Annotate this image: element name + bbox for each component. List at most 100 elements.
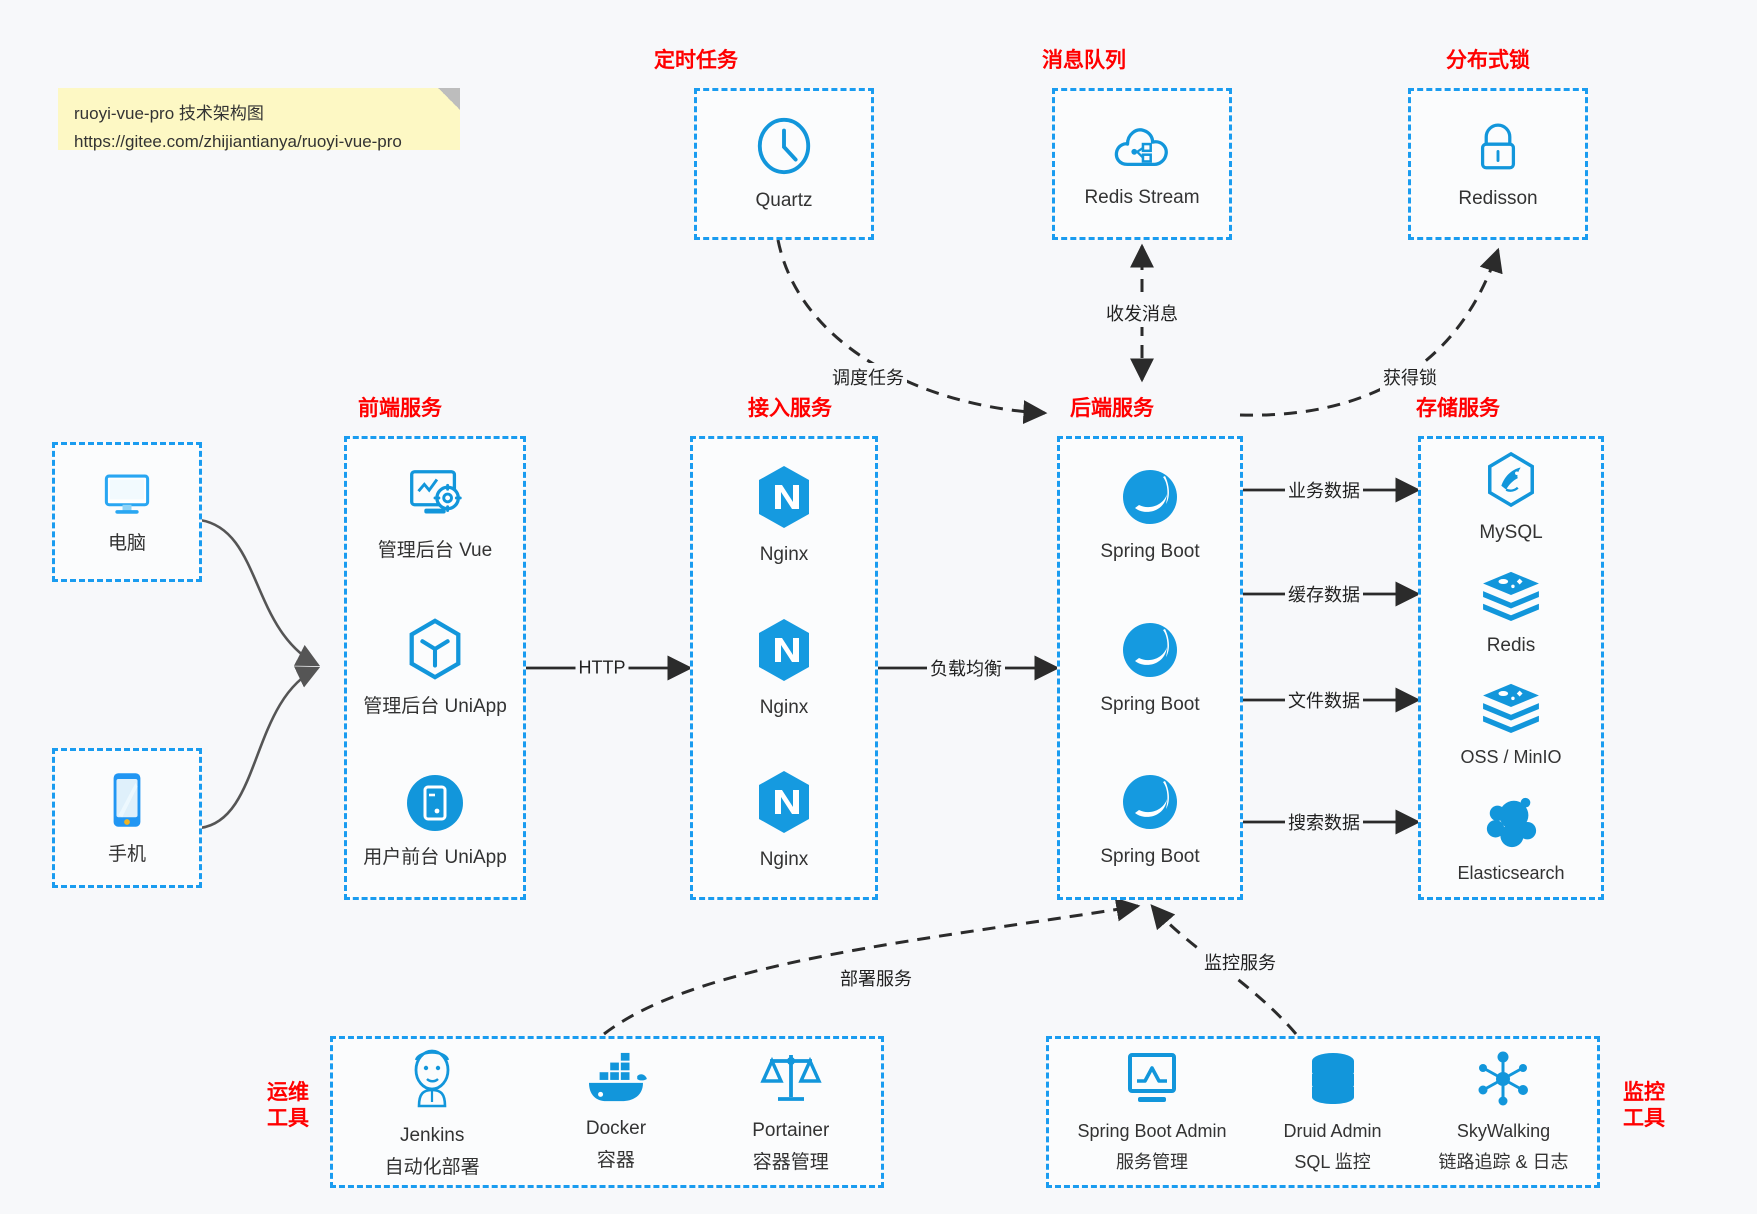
node-desktop[interactable]: 电脑 xyxy=(98,468,156,557)
node-label: Redis xyxy=(1486,634,1536,656)
node-label: Jenkins xyxy=(399,1124,465,1146)
monitor-chart-icon xyxy=(1121,1050,1183,1113)
edge-label-cache-data: 缓存数据 xyxy=(1285,580,1363,608)
node-druid-admin[interactable]: Druid Admin SQL 监控 xyxy=(1284,1050,1382,1174)
node-label: Redisson xyxy=(1458,187,1538,209)
edge-label-acquire-lock: 获得锁 xyxy=(1380,363,1440,391)
docker-icon xyxy=(583,1051,649,1110)
node-label: Spring Boot xyxy=(1100,693,1200,715)
node-jenkins[interactable]: Jenkins 自动化部署 xyxy=(385,1044,480,1180)
oss-stack-icon xyxy=(1480,682,1542,739)
group-box-mq[interactable]: Redis Stream xyxy=(1052,88,1232,240)
elasticsearch-icon xyxy=(1482,794,1540,855)
node-nginx-1[interactable]: Nginx xyxy=(753,463,815,568)
node-redis-stream[interactable]: Redis Stream xyxy=(1084,118,1200,211)
group-title-lock: 分布式锁 xyxy=(1446,49,1530,72)
node-label: Elasticsearch xyxy=(1457,862,1565,883)
spring-boot-icon xyxy=(1119,771,1181,838)
group-box-scheduler[interactable]: Quartz xyxy=(694,88,874,240)
group-box-backend[interactable]: Spring Boot Spring Boot Spring Boot xyxy=(1057,436,1243,900)
group-box-monitor[interactable]: Spring Boot Admin 服务管理 Druid Admin SQL 监… xyxy=(1046,1036,1600,1188)
node-label: Spring Boot Admin xyxy=(1077,1121,1227,1142)
node-label: Redis Stream xyxy=(1084,186,1200,208)
group-title-mq: 消息队列 xyxy=(1042,49,1126,72)
node-docker[interactable]: Docker 容器 xyxy=(583,1051,649,1173)
node-mysql[interactable]: MySQL xyxy=(1479,451,1543,546)
node-label: MySQL xyxy=(1479,522,1543,544)
node-label: Nginx xyxy=(759,849,809,871)
nginx-icon xyxy=(753,768,815,841)
node-spring-boot-1[interactable]: Spring Boot xyxy=(1100,466,1200,565)
redis-stack-icon xyxy=(1480,570,1542,627)
node-sublabel: 容器 xyxy=(596,1149,635,1171)
skywalking-icon xyxy=(1472,1050,1534,1113)
node-redis[interactable]: Redis xyxy=(1480,570,1542,659)
node-label: Druid Admin xyxy=(1283,1121,1382,1142)
group-title-monitor-line2: 工具 xyxy=(1623,1107,1665,1131)
spring-boot-icon xyxy=(1119,619,1181,686)
group-title-backend: 后端服务 xyxy=(1070,397,1154,420)
mysql-icon xyxy=(1483,451,1539,514)
node-spring-boot-3[interactable]: Spring Boot xyxy=(1100,771,1200,870)
group-title-monitor-line1: 监控 xyxy=(1623,1081,1665,1104)
node-label: 电脑 xyxy=(107,532,146,554)
node-portainer[interactable]: Portainer 容器管理 xyxy=(752,1049,829,1175)
group-box-devops[interactable]: Jenkins 自动化部署 Docker 容器 xyxy=(330,1036,884,1188)
sticky-note: ruoyi-vue-pro 技术架构图 https://gitee.com/zh… xyxy=(58,88,460,151)
node-spring-boot-admin[interactable]: Spring Boot Admin 服务管理 xyxy=(1077,1050,1227,1174)
node-label: Nginx xyxy=(759,696,809,718)
node-skywalking[interactable]: SkyWalking 链路追踪 & 日志 xyxy=(1438,1050,1569,1174)
node-sublabel: 容器管理 xyxy=(752,1151,829,1173)
node-label: Spring Boot xyxy=(1100,541,1200,562)
node-sublabel: 自动化部署 xyxy=(384,1156,480,1178)
edge-label-file-data: 文件数据 xyxy=(1285,686,1363,714)
lock-icon xyxy=(1469,117,1527,180)
cloud-stream-icon xyxy=(1111,118,1173,179)
node-spring-boot-2[interactable]: Spring Boot xyxy=(1100,619,1200,718)
node-label: Spring Boot xyxy=(1100,846,1200,868)
node-label: 手机 xyxy=(107,843,146,865)
group-title-devops: 运维 工具 xyxy=(256,1080,320,1133)
edge-label-send-receive-message: 收发消息 xyxy=(1103,299,1181,327)
edge-label-deploy-service: 部署服务 xyxy=(837,964,915,992)
dashboard-gear-icon xyxy=(402,465,468,532)
node-mobile[interactable]: 手机 xyxy=(105,769,149,868)
node-nginx-3[interactable]: Nginx xyxy=(753,768,815,873)
group-title-devops-line1: 运维 xyxy=(267,1081,309,1104)
node-label: Portainer xyxy=(752,1119,830,1141)
node-label: 管理后台 Vue xyxy=(377,540,493,562)
group-box-storage[interactable]: MySQL Redis xyxy=(1418,436,1604,900)
group-box-client-desktop[interactable]: 电脑 xyxy=(52,442,202,582)
node-oss-minio[interactable]: OSS / MinIO xyxy=(1460,682,1562,769)
group-title-frontend: 前端服务 xyxy=(358,397,442,420)
jenkins-icon xyxy=(401,1044,463,1117)
node-nginx-2[interactable]: Nginx xyxy=(753,616,815,721)
node-label: Nginx xyxy=(759,544,809,565)
node-quartz[interactable]: Quartz xyxy=(753,115,815,214)
node-admin-uniapp[interactable]: 管理后台 UniApp xyxy=(363,617,507,720)
mobile-circle-icon xyxy=(404,772,466,839)
desktop-icon xyxy=(98,468,156,525)
group-box-frontend[interactable]: 管理后台 Vue 管理后台 UniApp 用户前台 UniApp xyxy=(344,436,526,900)
nginx-icon xyxy=(753,463,815,536)
node-label: OSS / MinIO xyxy=(1460,747,1562,768)
group-title-scheduler: 定时任务 xyxy=(654,49,738,72)
group-title-monitor: 监控 工具 xyxy=(1612,1080,1676,1133)
hexagon-cube-icon xyxy=(404,617,466,688)
group-title-devops-line2: 工具 xyxy=(267,1107,309,1131)
node-sublabel: 服务管理 xyxy=(1116,1151,1189,1172)
node-user-uniapp[interactable]: 用户前台 UniApp xyxy=(363,772,507,871)
node-admin-vue[interactable]: 管理后台 Vue xyxy=(378,465,492,564)
group-title-gateway: 接入服务 xyxy=(748,397,832,420)
edge-label-business-data: 业务数据 xyxy=(1285,476,1363,504)
group-box-lock[interactable]: Redisson xyxy=(1408,88,1588,240)
group-box-client-mobile[interactable]: 手机 xyxy=(52,748,202,888)
node-sublabel: SQL 监控 xyxy=(1294,1151,1371,1172)
node-redisson[interactable]: Redisson xyxy=(1458,117,1538,212)
node-label: 管理后台 UniApp xyxy=(363,695,507,717)
node-elasticsearch[interactable]: Elasticsearch xyxy=(1457,794,1565,885)
note-url: https://gitee.com/zhijiantianya/ruoyi-vu… xyxy=(74,132,402,152)
group-box-gateway[interactable]: Nginx Nginx Nginx xyxy=(690,436,878,900)
spring-boot-icon xyxy=(1119,466,1181,533)
